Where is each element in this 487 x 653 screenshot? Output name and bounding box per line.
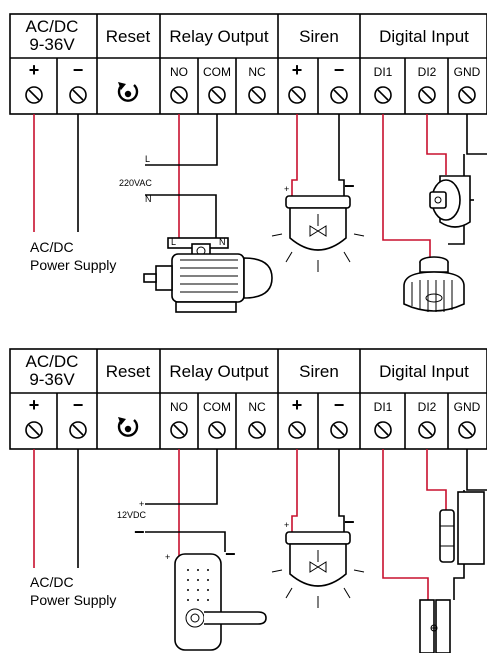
terminal-di1-label: DI1: [374, 65, 393, 79]
header-relay-output: Relay Output: [169, 362, 268, 381]
di2-wire: [426, 114, 447, 175]
terminal-power-minus-label: −: [73, 60, 84, 80]
bottom-voltage-label: 12VDC: [117, 510, 147, 520]
screw-icon: [248, 421, 266, 439]
terminal-gnd-label: GND: [454, 400, 481, 414]
screw-icon: [25, 421, 43, 439]
screw-icon: [374, 86, 392, 104]
dc-minus-wire: [145, 531, 226, 552]
terminal-no-label: NO: [170, 65, 188, 79]
terminal-nc-label: NC: [248, 400, 266, 414]
di1-wire: [382, 449, 429, 602]
terminal-power-minus-label: −: [73, 395, 84, 415]
top-supply-label-line2: Power Supply: [30, 257, 116, 273]
lock-plus-label: +: [165, 552, 170, 562]
siren-plus-wire: [291, 449, 298, 534]
terminal-di2-label: DI2: [418, 400, 437, 414]
terminal-power-plus-label: +: [29, 60, 40, 80]
bottom-supply-label-line2: Power Supply: [30, 592, 116, 608]
header-reset: Reset: [106, 362, 151, 381]
relay-com-wire: [145, 449, 218, 505]
header-digital-input: Digital Input: [379, 362, 469, 381]
header-digital-input: Digital Input: [379, 27, 469, 46]
screw-icon: [458, 86, 476, 104]
header-siren: Siren: [299, 27, 339, 46]
gnd-wire: [466, 114, 487, 155]
terminal-siren-minus-label: −: [334, 60, 345, 80]
siren-icon: [271, 195, 365, 272]
gnd-wire: [466, 449, 487, 491]
terminal-power-plus-label: +: [29, 395, 40, 415]
screw-icon: [330, 421, 348, 439]
bottom-terminal-block: [9, 348, 487, 450]
header-power-line2: 9-36V: [29, 35, 75, 54]
di2-wire: [426, 449, 447, 510]
top-n-label: N: [145, 194, 152, 204]
screw-icon: [458, 421, 476, 439]
bottom-wiring-diagram: AC/DC 9-36V Reset Relay Output Siren Dig…: [9, 348, 487, 653]
terminal-no-label: NO: [170, 400, 188, 414]
di1-wire: [382, 114, 431, 258]
screw-icon: [25, 86, 43, 104]
screw-icon: [418, 86, 436, 104]
smart-lock-icon: + −: [165, 544, 267, 651]
screw-icon: [208, 421, 226, 439]
terminal-di1-label: DI1: [374, 400, 393, 414]
top-voltage-label: 220VAC: [119, 178, 152, 188]
magnetic-contact-icon: [419, 599, 451, 653]
header-relay-output: Relay Output: [169, 27, 268, 46]
header-power-line2: 9-36V: [29, 370, 75, 389]
siren-minus-wire: [338, 449, 345, 534]
top-l-label: L: [145, 154, 150, 164]
motion-sensor-icon: [429, 175, 471, 228]
screw-icon: [330, 86, 348, 104]
lock-minus-label: −: [225, 544, 236, 564]
bottom-supply-label-line1: AC/DC: [30, 574, 74, 590]
smoke-detector-icon: [403, 256, 465, 312]
header-power-line1: AC/DC: [26, 17, 79, 36]
screw-icon: [69, 86, 87, 104]
header-power-line1: AC/DC: [26, 352, 79, 371]
top-siren-plus-label: +: [284, 184, 289, 194]
header-siren: Siren: [299, 362, 339, 381]
terminal-nc-label: NC: [248, 65, 266, 79]
top-wiring-diagram: AC/DC 9-36V Reset Relay Output Siren Dig…: [9, 13, 487, 313]
screw-icon: [418, 421, 436, 439]
terminal-di2-label: DI2: [418, 65, 437, 79]
terminal-com-label: COM: [203, 65, 231, 79]
screw-icon: [288, 86, 306, 104]
header-reset: Reset: [106, 27, 151, 46]
door-contact-sensor-icon: [439, 491, 485, 565]
screw-icon: [374, 421, 392, 439]
bottom-plus-label: +: [139, 499, 144, 509]
siren-plus-wire: [291, 114, 298, 198]
relay-com-wire: [145, 114, 218, 166]
screw-icon: [208, 86, 226, 104]
terminal-com-label: COM: [203, 400, 231, 414]
top-terminal-block: [9, 13, 487, 115]
bottom-siren-plus-label: +: [284, 520, 289, 530]
bottom-siren-minus-label: −: [344, 512, 355, 532]
top-supply-label-line1: AC/DC: [30, 239, 74, 255]
neutral-wire: [145, 194, 217, 240]
top-siren-minus-label: −: [344, 176, 355, 196]
terminal-siren-minus-label: −: [334, 395, 345, 415]
motor-l-label: L: [171, 237, 176, 247]
motor-n-label: N: [219, 237, 226, 247]
screw-icon: [248, 86, 266, 104]
siren-icon: [271, 531, 365, 608]
screw-icon: [170, 421, 188, 439]
terminal-gnd-label: GND: [454, 65, 481, 79]
bottom-minus-label: −: [134, 522, 145, 542]
terminal-siren-plus-label: +: [292, 395, 303, 415]
terminal-siren-plus-label: +: [292, 60, 303, 80]
siren-minus-wire: [338, 114, 345, 198]
screw-icon: [288, 421, 306, 439]
screw-icon: [69, 421, 87, 439]
screw-icon: [170, 86, 188, 104]
electric-motor-icon: L N: [143, 237, 273, 313]
